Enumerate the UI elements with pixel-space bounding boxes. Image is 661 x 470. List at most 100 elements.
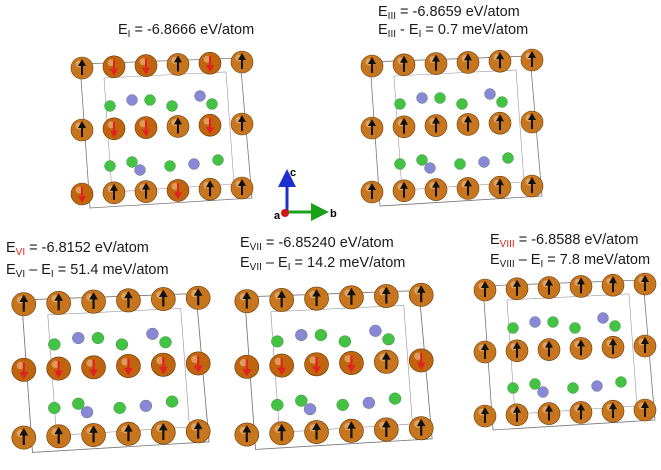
spin-up-arrowhead	[464, 53, 472, 61]
spin-up-arrowhead	[481, 407, 489, 414]
fe-atom-highlight	[203, 117, 211, 125]
li-atom	[126, 156, 138, 168]
n-atom	[80, 406, 94, 419]
n-atom	[597, 312, 609, 324]
spin-up-arrowhead	[238, 53, 246, 60]
li-atom	[164, 160, 176, 172]
li-atom	[338, 335, 352, 348]
spin-up-arrowhead	[238, 179, 246, 186]
n-atom	[424, 162, 436, 174]
n-atom	[194, 90, 206, 102]
spin-up-arrowhead	[158, 289, 168, 297]
spin-up-arrowhead	[19, 428, 29, 436]
fe-atom-highlight	[86, 359, 95, 367]
fe-atom-highlight	[139, 120, 147, 128]
spin-down-arrowhead	[142, 129, 150, 137]
li-atom	[394, 158, 406, 170]
li-atom	[416, 154, 428, 166]
li-atom	[507, 322, 519, 334]
li-atom	[295, 394, 308, 407]
spin-up-arrowhead	[609, 338, 617, 346]
spin-up-arrowhead	[496, 52, 504, 60]
spin-down-arrowhead	[110, 130, 118, 138]
n-atom	[591, 380, 603, 392]
spin-down-arrowhead	[416, 362, 426, 370]
n-atom	[416, 92, 428, 104]
spin-up-arrowhead	[432, 116, 440, 124]
spin-up-arrowhead	[545, 404, 553, 412]
axis-a-marker	[281, 209, 289, 217]
spin-down-arrowhead	[193, 365, 203, 373]
li-atom	[547, 316, 559, 328]
spin-up-arrowhead	[528, 113, 536, 120]
li-atom	[382, 333, 395, 346]
li-atom	[48, 338, 61, 351]
spin-up-arrowhead	[400, 117, 408, 125]
li-atom	[567, 382, 579, 394]
spin-up-arrowhead	[19, 294, 29, 303]
fe-atom-highlight	[344, 355, 352, 363]
spin-down-arrowhead	[89, 369, 98, 377]
spin-down-arrowhead	[206, 65, 214, 73]
spin-up-arrowhead	[528, 177, 536, 184]
n-atom	[478, 156, 490, 168]
li-atom	[113, 401, 126, 414]
spin-up-arrowhead	[347, 287, 356, 296]
spin-up-arrowhead	[400, 55, 408, 63]
li-atom	[314, 329, 328, 342]
spin-up-arrowhead	[312, 289, 321, 297]
axis-triad: c a b	[274, 167, 337, 222]
spin-up-arrowhead	[242, 425, 252, 433]
axis-b-label: b	[330, 208, 337, 220]
fe-atom-highlight	[121, 358, 129, 366]
li-atom	[48, 401, 61, 414]
fe-atom-highlight	[51, 360, 60, 369]
n-atom	[484, 88, 496, 100]
fe-atom-highlight	[203, 55, 211, 63]
crystal-structure-VIII	[473, 272, 657, 431]
li-atom	[609, 320, 621, 332]
spin-up-arrowhead	[78, 121, 86, 128]
axis-a-label: a	[274, 210, 281, 222]
li-atom	[91, 332, 105, 345]
spin-down-arrowhead	[54, 370, 64, 379]
crystal-structure-I	[70, 50, 254, 209]
n-atom	[188, 158, 200, 170]
spin-up-arrowhead	[416, 418, 426, 427]
fe-atom-highlight	[75, 186, 83, 194]
li-atom	[271, 398, 284, 411]
fe-atom-highlight	[239, 358, 248, 367]
fe-atom-highlight	[191, 355, 199, 363]
spin-up-arrowhead	[89, 292, 98, 300]
li-atom	[159, 336, 172, 349]
spin-up-arrowhead	[545, 340, 553, 348]
fe-atom-highlight	[139, 58, 147, 66]
li-atom	[206, 98, 218, 110]
spin-up-arrowhead	[641, 275, 649, 282]
li-atom	[388, 392, 402, 405]
li-atom	[166, 100, 178, 112]
fe-atom-highlight	[107, 59, 115, 67]
spin-down-arrowhead	[347, 365, 356, 373]
spin-up-arrowhead	[110, 183, 118, 191]
energy-label-VI: EVI = -6.8152 eV/atom	[6, 240, 149, 258]
spin-up-arrowhead	[206, 180, 214, 188]
spin-up-arrowhead	[432, 180, 440, 188]
spin-down-arrowhead	[78, 196, 86, 203]
li-atom	[271, 335, 284, 348]
li-atom	[496, 96, 508, 108]
spin-down-arrowhead	[110, 68, 118, 76]
spin-up-arrowhead	[347, 421, 356, 429]
n-atom	[369, 324, 382, 337]
energy-label-III: EIII = -6.8659 eV/atom	[378, 4, 520, 22]
energy-label-VII: EVII = -6.85240 eV/atom	[240, 235, 394, 253]
spin-up-arrowhead	[641, 401, 649, 408]
li-atom	[394, 98, 406, 110]
spin-up-arrowhead	[641, 337, 649, 344]
spin-up-arrowhead	[609, 402, 617, 410]
spin-up-arrowhead	[513, 279, 521, 287]
spin-up-arrowhead	[54, 426, 64, 435]
spin-up-arrowhead	[577, 403, 585, 411]
spin-up-arrowhead	[89, 425, 98, 433]
li-atom	[104, 160, 116, 172]
